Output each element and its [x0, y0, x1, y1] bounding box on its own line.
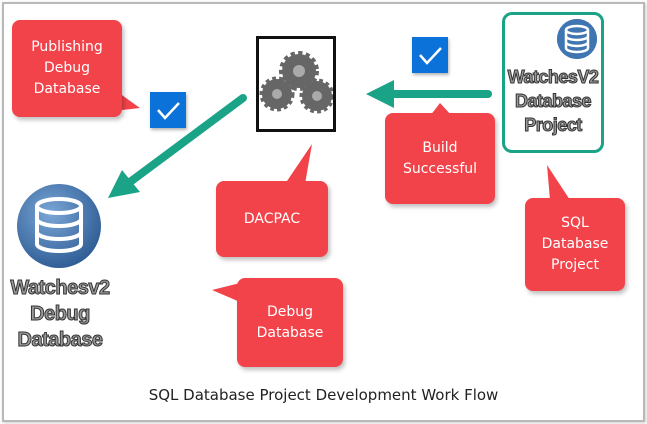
callout-text: Successful — [402, 160, 478, 177]
callout-tail-build — [430, 103, 452, 116]
callout-tail-sql — [547, 165, 570, 200]
callout-text: Database — [33, 81, 101, 97]
callout-text: Debug — [266, 303, 314, 320]
callout-sql-database-project: SQL Database Project — [525, 198, 625, 291]
label-line: Database — [17, 329, 103, 352]
dacpac-gears-box — [256, 36, 336, 132]
database-icon — [557, 19, 597, 59]
label-line: Debug — [30, 303, 91, 326]
label-line: Watchesv2 — [10, 277, 111, 300]
watchesv2-database-project-box: WatchesV2 Database Project — [502, 12, 604, 153]
debug-database-label: Watchesv2 Debug Database — [4, 275, 116, 353]
checkbox-checked[interactable] — [412, 37, 448, 73]
callout-dacpac: DACPAC — [216, 181, 328, 257]
checkmark-icon — [157, 102, 180, 120]
project-label: WatchesV2 — [507, 67, 599, 88]
arrow-dacpac-to-debug-db — [108, 94, 247, 198]
callout-tail-dacpac — [285, 144, 312, 184]
project-label: Database — [514, 91, 592, 112]
callout-text: Database — [256, 324, 324, 341]
callout-text: DACPAC — [243, 210, 301, 227]
callout-text: SQL — [561, 215, 589, 231]
callout-tail-debug — [212, 283, 240, 302]
gears-icon — [259, 51, 335, 114]
diagram-caption: SQL Database Project Development Work Fl… — [148, 386, 499, 404]
callout-text: Database — [541, 236, 609, 252]
project-label: Project — [524, 115, 583, 136]
callout-debug-database: Debug Database — [237, 278, 343, 367]
database-icon — [17, 184, 101, 268]
callout-build-successful: Build Successful — [385, 113, 495, 204]
callout-text: Debug — [43, 60, 91, 76]
callout-text: Publishing — [31, 39, 103, 55]
callout-text: Project — [551, 257, 599, 273]
callout-publishing-debug-database: Publishing Debug Database — [12, 20, 122, 117]
callout-text: Build — [422, 139, 458, 156]
checkmark-icon — [419, 47, 442, 65]
arrow-build-to-dacpac — [366, 80, 492, 108]
checkbox-checked[interactable] — [150, 92, 186, 128]
